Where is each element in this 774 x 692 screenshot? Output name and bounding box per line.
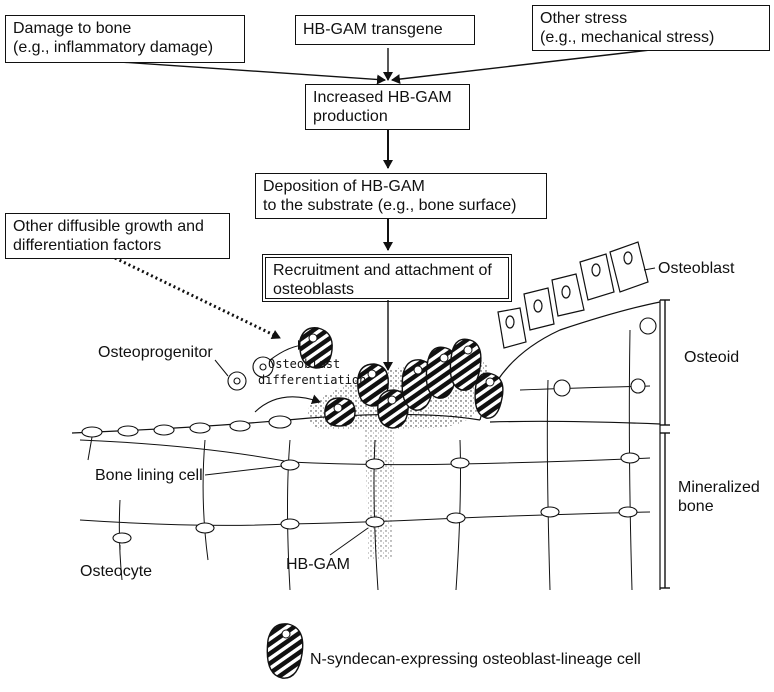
- lining-cell: [189, 422, 211, 434]
- bone-lining-cell-label: Bone lining cell: [95, 467, 203, 484]
- deposition-box: Deposition of HB-GAM to the substrate (e…: [255, 173, 547, 219]
- osteocyte-cell: [280, 518, 300, 530]
- lining-cell: [117, 425, 139, 437]
- n-syndecan-cell: [377, 389, 409, 429]
- osteocyte-cell: [365, 458, 385, 470]
- osteocyte-cell: [446, 512, 466, 524]
- osteoid-mineral-boundary: [489, 420, 661, 425]
- osteocyte-cell: [540, 506, 560, 518]
- osteoid-osteocyte: [630, 378, 646, 394]
- osteoblast-nucleus: [533, 299, 543, 313]
- differentiation-label-line2: differentiation: [258, 373, 367, 387]
- osteocyte-cell: [195, 522, 215, 534]
- flow-arrows: [114, 48, 651, 371]
- leader-lines: [87, 267, 656, 556]
- osteoid-label: Osteoid: [684, 349, 740, 366]
- recruitment-box: Recruitment and attachment of osteoblast…: [262, 254, 512, 302]
- osteoblast-nucleus: [623, 251, 633, 265]
- hb-gam-vertical-stipple: [365, 428, 395, 560]
- damage-box-line1: Damage to bone: [13, 20, 132, 37]
- deposition-box-line1: Deposition of HB-GAM: [263, 178, 425, 195]
- deposition-box-line2: to the substrate (e.g., bone surface): [263, 197, 517, 214]
- recruitment-box-line1: Recruitment and attachment of: [273, 262, 492, 279]
- transgene-box-label: HB-GAM transgene: [303, 21, 443, 38]
- legend-n-syndecan-cell: [266, 623, 304, 679]
- osteoblast-nucleus: [505, 315, 515, 329]
- osteocyte-label: Osteocyte: [80, 563, 153, 580]
- osteoid-osteocyte: [553, 379, 571, 397]
- osteoprogenitor-cells: [227, 340, 321, 413]
- osteoblast-label: Osteoblast: [658, 260, 735, 277]
- osteocyte-cell: [618, 506, 638, 518]
- stress-box-line1: Other stress: [540, 10, 628, 27]
- stress-box: Other stress (e.g., mechanical stress): [532, 5, 770, 51]
- osteoid-osteocyte: [639, 317, 657, 335]
- arrow-damage-to-production: [119, 61, 386, 85]
- differentiation-arrow: [254, 394, 321, 413]
- osteoprogenitor-label: Osteoprogenitor: [98, 344, 213, 361]
- n-syndecan-nuclei: [281, 333, 495, 639]
- factors-box: Other diffusible growth and differentiat…: [5, 213, 230, 259]
- arrow-stress-to-production: [391, 49, 651, 85]
- differentiation-label-line1: Osteoblast: [268, 357, 341, 371]
- legend-label: N-syndecan-expressing osteoblast-lineage…: [310, 651, 641, 668]
- n-syndecan-cell: [449, 338, 482, 391]
- hb-gam-label: HB-GAM: [286, 556, 350, 573]
- osteocyte-cell: [280, 459, 300, 471]
- mineralized-label-line1: Mineralized: [678, 479, 760, 496]
- n-syndecan-cell: [474, 372, 504, 419]
- damage-box: Damage to bone (e.g., inflammatory damag…: [5, 15, 245, 63]
- factors-box-line2: differentiation factors: [13, 237, 162, 254]
- production-box-line1: Increased HB-GAM: [313, 89, 452, 106]
- osteocyte-cell: [450, 457, 470, 469]
- osteocyte-cell: [365, 516, 385, 528]
- osteoblast-layer: [497, 241, 649, 349]
- osteocytes: [112, 317, 657, 544]
- lining-cells: [81, 415, 292, 438]
- arrow-factors-dotted: [114, 256, 281, 340]
- osteoblast-cell: [609, 241, 649, 293]
- osteoblast-cell: [497, 307, 527, 349]
- recruitment-box-line2: osteoblasts: [273, 281, 354, 298]
- lining-cell: [229, 420, 251, 432]
- factors-box-line1: Other diffusible growth and: [13, 218, 204, 235]
- osteocyte-cell: [620, 452, 640, 464]
- lining-cell: [268, 415, 292, 429]
- n-syndecan-cells: [266, 327, 504, 679]
- production-box-line2: production: [313, 108, 388, 125]
- damage-box-line2: (e.g., inflammatory damage): [13, 39, 214, 56]
- osteocyte-cell: [112, 532, 132, 544]
- lining-cell: [153, 424, 175, 436]
- stress-box-line2: (e.g., mechanical stress): [540, 29, 715, 46]
- lining-cell: [81, 426, 103, 438]
- osteoblast-nucleus: [591, 263, 601, 277]
- production-box: Increased HB-GAM production: [305, 84, 470, 130]
- mineralized-label-line2: bone: [678, 498, 714, 515]
- n-syndecan-cell: [299, 327, 333, 369]
- bone-surface-line: [71, 413, 481, 434]
- region-brackets: [660, 299, 670, 589]
- osteoblast-cell: [579, 253, 615, 301]
- osteoblast-nucleus: [561, 285, 571, 299]
- transgene-box: HB-GAM transgene: [295, 15, 475, 45]
